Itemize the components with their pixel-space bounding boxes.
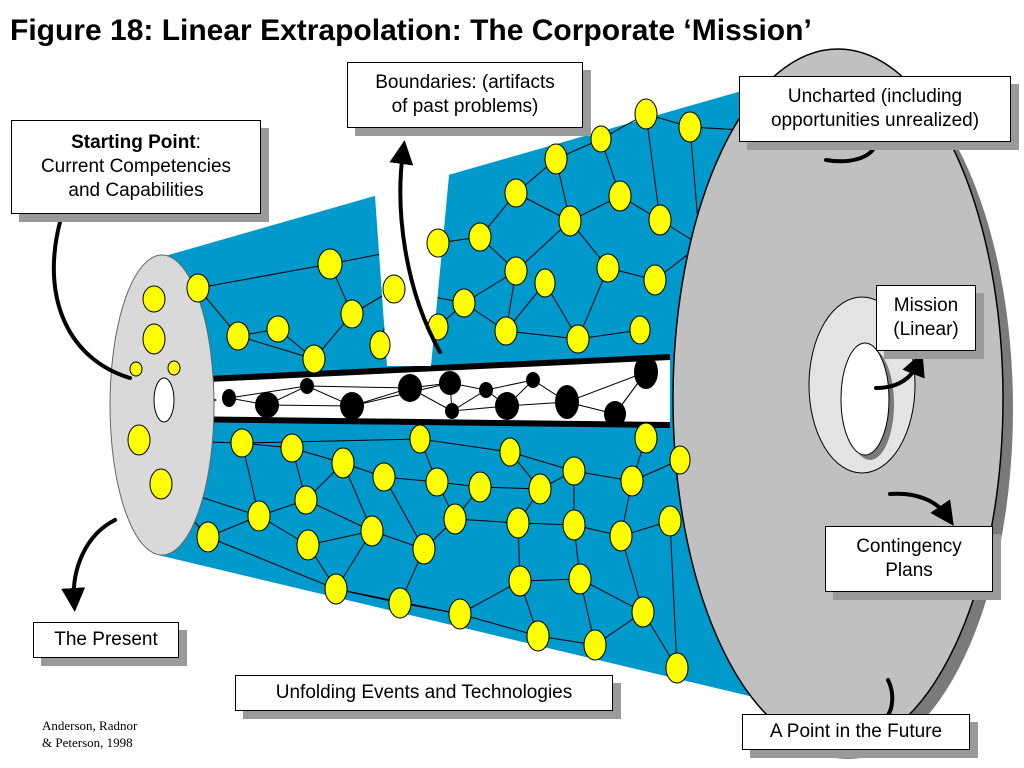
uncharted-label: Uncharted (including opportunities unrea… — [739, 76, 1011, 142]
uncharted-pointer — [824, 146, 876, 164]
the-present-text: The Present — [54, 629, 158, 651]
corridor-bottom-edge — [165, 416, 671, 428]
contingency-line2: Plans — [885, 560, 933, 581]
network-nodes — [127, 98, 702, 684]
present-pointer — [61, 518, 117, 612]
starting-point-heading: Starting Point — [71, 132, 196, 154]
boundaries-line2: of past problems) — [391, 96, 539, 117]
contingency-pointer — [888, 491, 954, 526]
corridor-nodes — [222, 355, 658, 427]
the-present-label: The Present — [33, 622, 179, 658]
starting-point-hole — [153, 377, 175, 423]
mission-label: Mission (Linear) — [876, 285, 976, 351]
uncharted-line1: Uncharted (including — [787, 86, 963, 108]
mission-hole — [840, 342, 890, 456]
future-point-label: A Point in the Future — [742, 714, 970, 750]
mission-line1: Mission — [893, 295, 959, 317]
uncharted-line2: opportunities unrealized) — [770, 110, 980, 131]
boundaries-label: Boundaries: (artifacts of past problems) — [347, 62, 583, 128]
figure-title: Figure 18: Linear Extrapolation: The Cor… — [10, 14, 812, 47]
starting-point-colon: : — [195, 132, 201, 154]
starting-point-label: Starting Point: Current Competencies and… — [11, 120, 261, 214]
starting-point-line2: Current Competencies — [40, 156, 232, 178]
citation-line2: & Peterson, 1998 — [42, 734, 133, 750]
unfolding-events-label: Unfolding Events and Technologies — [235, 675, 613, 711]
citation: Anderson, Radnor & Peterson, 1998 — [42, 718, 137, 752]
mission-pointer — [874, 351, 925, 390]
unfolding-events-text: Unfolding Events and Technologies — [275, 682, 573, 704]
boundaries-wedge — [375, 165, 450, 366]
boundaries-pointer — [389, 140, 442, 354]
starting-point-pointer — [51, 220, 132, 380]
corridor-top-edge — [165, 354, 671, 384]
starting-point-line3: and Capabilities — [68, 179, 204, 201]
future-point-text: A Point in the Future — [769, 721, 943, 743]
contingency-line1: Contingency — [856, 536, 962, 558]
pointer-arrows — [51, 140, 954, 720]
mission-line2: (Linear) — [893, 319, 959, 340]
citation-line1: Anderson, Radnor — [42, 718, 138, 733]
contingency-plans-label: Contingency Plans — [825, 526, 993, 592]
boundaries-line1: Boundaries: (artifacts — [375, 72, 555, 94]
